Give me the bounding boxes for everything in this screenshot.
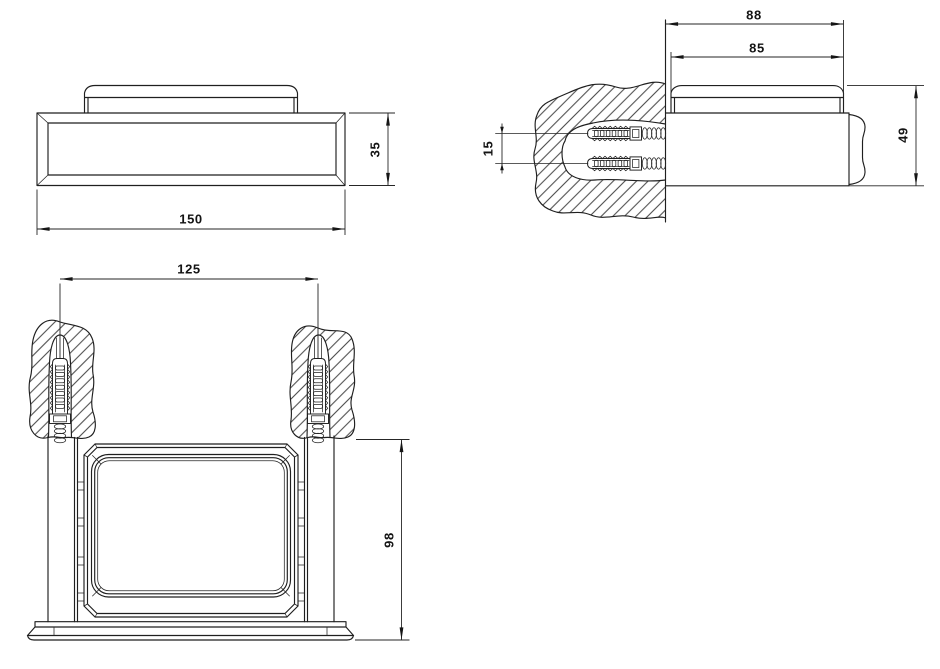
dimension-body-depth-85: 85	[670, 41, 844, 96]
dim-label-49: 49	[896, 127, 911, 143]
mount-arms	[47, 435, 335, 623]
side-top-cap	[670, 85, 845, 114]
front-body-bevels	[36, 112, 346, 186]
dim-label-150: 150	[179, 212, 203, 227]
dimension-fixing-centres-125: 125	[59, 262, 319, 358]
dish-rim-outer	[90, 453, 292, 598]
screw-center-leaders	[495, 133, 589, 164]
dim-label-98: 98	[382, 532, 397, 548]
dim-label-125: 125	[177, 262, 201, 277]
holder-frame-miters	[83, 443, 299, 618]
base-plate	[26, 621, 355, 637]
side-front-lip-profile	[848, 113, 866, 186]
dimension-depth-98: 98	[355, 439, 410, 641]
base-plate-lip	[26, 634, 355, 641]
wall-patch-left-outline	[28, 319, 96, 440]
dish-corner-ticks	[92, 455, 290, 597]
wall-section-outline	[533, 81, 667, 219]
dish-rim-inner	[97, 460, 285, 592]
dimension-height-35: 35	[349, 112, 395, 186]
top-section-view: 125 98	[26, 262, 410, 641]
side-body	[664, 112, 850, 187]
wall-cavity-outline	[561, 119, 667, 182]
base-plate-breaks	[53, 626, 328, 636]
front-body-inner	[47, 122, 337, 176]
dimension-hole-spacing-15: 15	[481, 123, 504, 174]
front-top-cap	[83, 84, 299, 114]
side-section-view: 88 85 15 49	[481, 8, 924, 223]
wall-patch-right-outline	[289, 325, 356, 440]
wall-cavity-right-outline	[306, 334, 331, 439]
dish-rim-middle	[94, 457, 288, 595]
dim-label-88: 88	[746, 8, 762, 23]
dim-label-85: 85	[749, 41, 765, 56]
dimension-overall-depth-88: 88	[665, 8, 844, 97]
dim-label-35: 35	[368, 142, 383, 158]
arm-ridge-marks	[77, 481, 305, 602]
front-view: 150 35	[36, 84, 395, 235]
dim-label-15: 15	[481, 141, 496, 157]
dimension-width-150: 150	[36, 189, 346, 235]
dimension-height-49: 49	[847, 85, 924, 187]
holder-frame-inner	[86, 446, 296, 615]
